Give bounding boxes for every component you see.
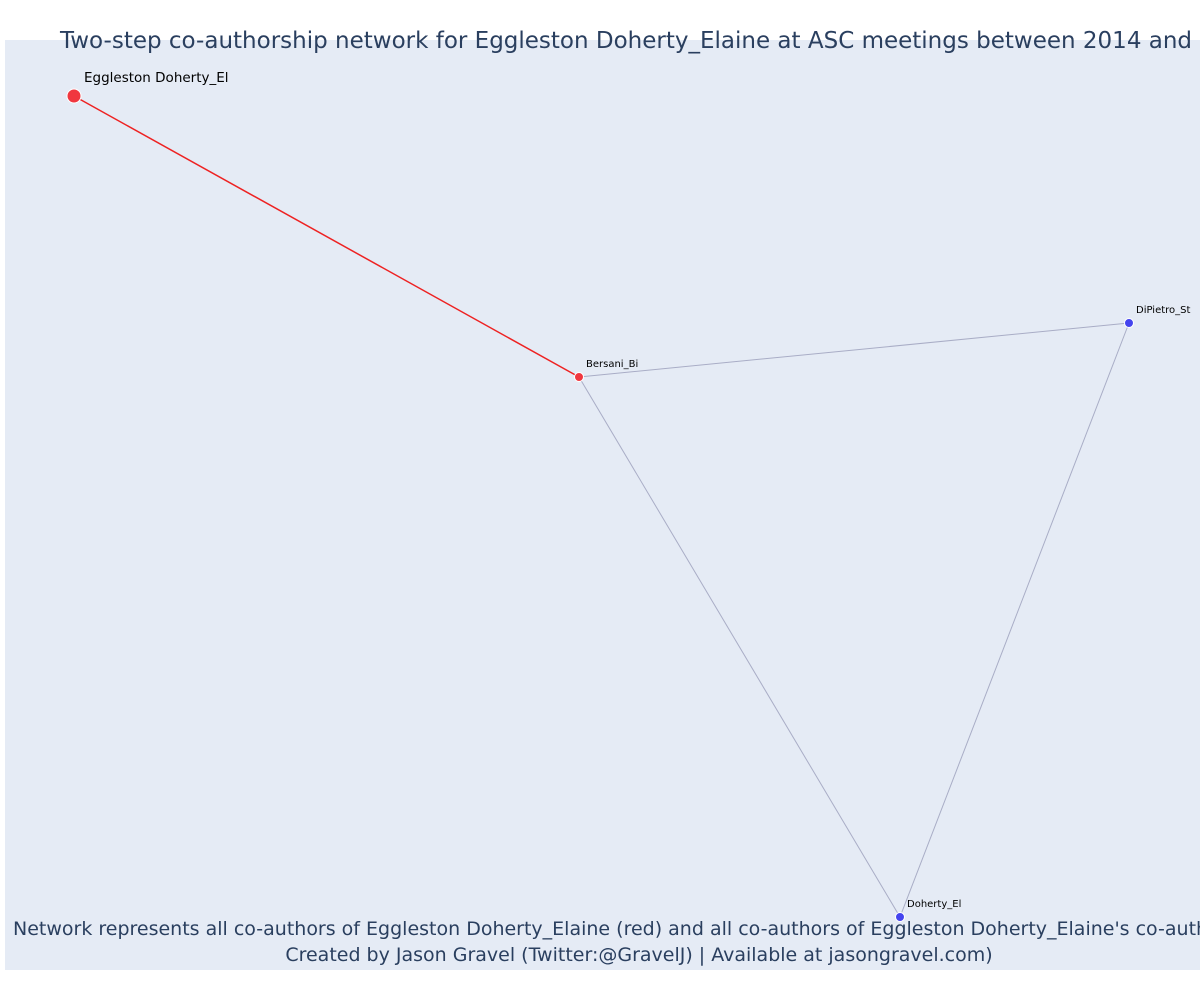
- edge-bersani-doherty: [578, 376, 901, 918]
- node-dipietro[interactable]: [1124, 318, 1134, 328]
- node-label-eggleston: Eggleston Doherty_El: [84, 70, 229, 86]
- node-label-bersani: Bersani_Bi: [586, 359, 638, 370]
- plot-background: [5, 40, 1200, 970]
- edges-layer: [73, 95, 1130, 918]
- edge-eggleston-bersani: [73, 95, 580, 378]
- edge-dipietro-doherty: [899, 322, 1130, 918]
- edge-bersani-dipietro: [578, 322, 1130, 378]
- footer-credit: Created by Jason Gravel (Twitter:@Gravel…: [285, 944, 993, 966]
- nodes-layer: [66, 88, 1134, 922]
- chart-title: Two-step co-authorship network for Eggle…: [60, 28, 1193, 54]
- footer-description: Network represents all co-authors of Egg…: [13, 918, 1200, 940]
- node-label-doherty: Doherty_El: [907, 899, 961, 910]
- footer-caption: Network represents all co-authors of Egg…: [0, 916, 1200, 968]
- node-label-dipietro: DiPietro_St: [1136, 305, 1190, 316]
- node-doherty[interactable]: [895, 912, 905, 922]
- node-bersani[interactable]: [574, 372, 584, 382]
- node-eggleston[interactable]: [66, 88, 82, 104]
